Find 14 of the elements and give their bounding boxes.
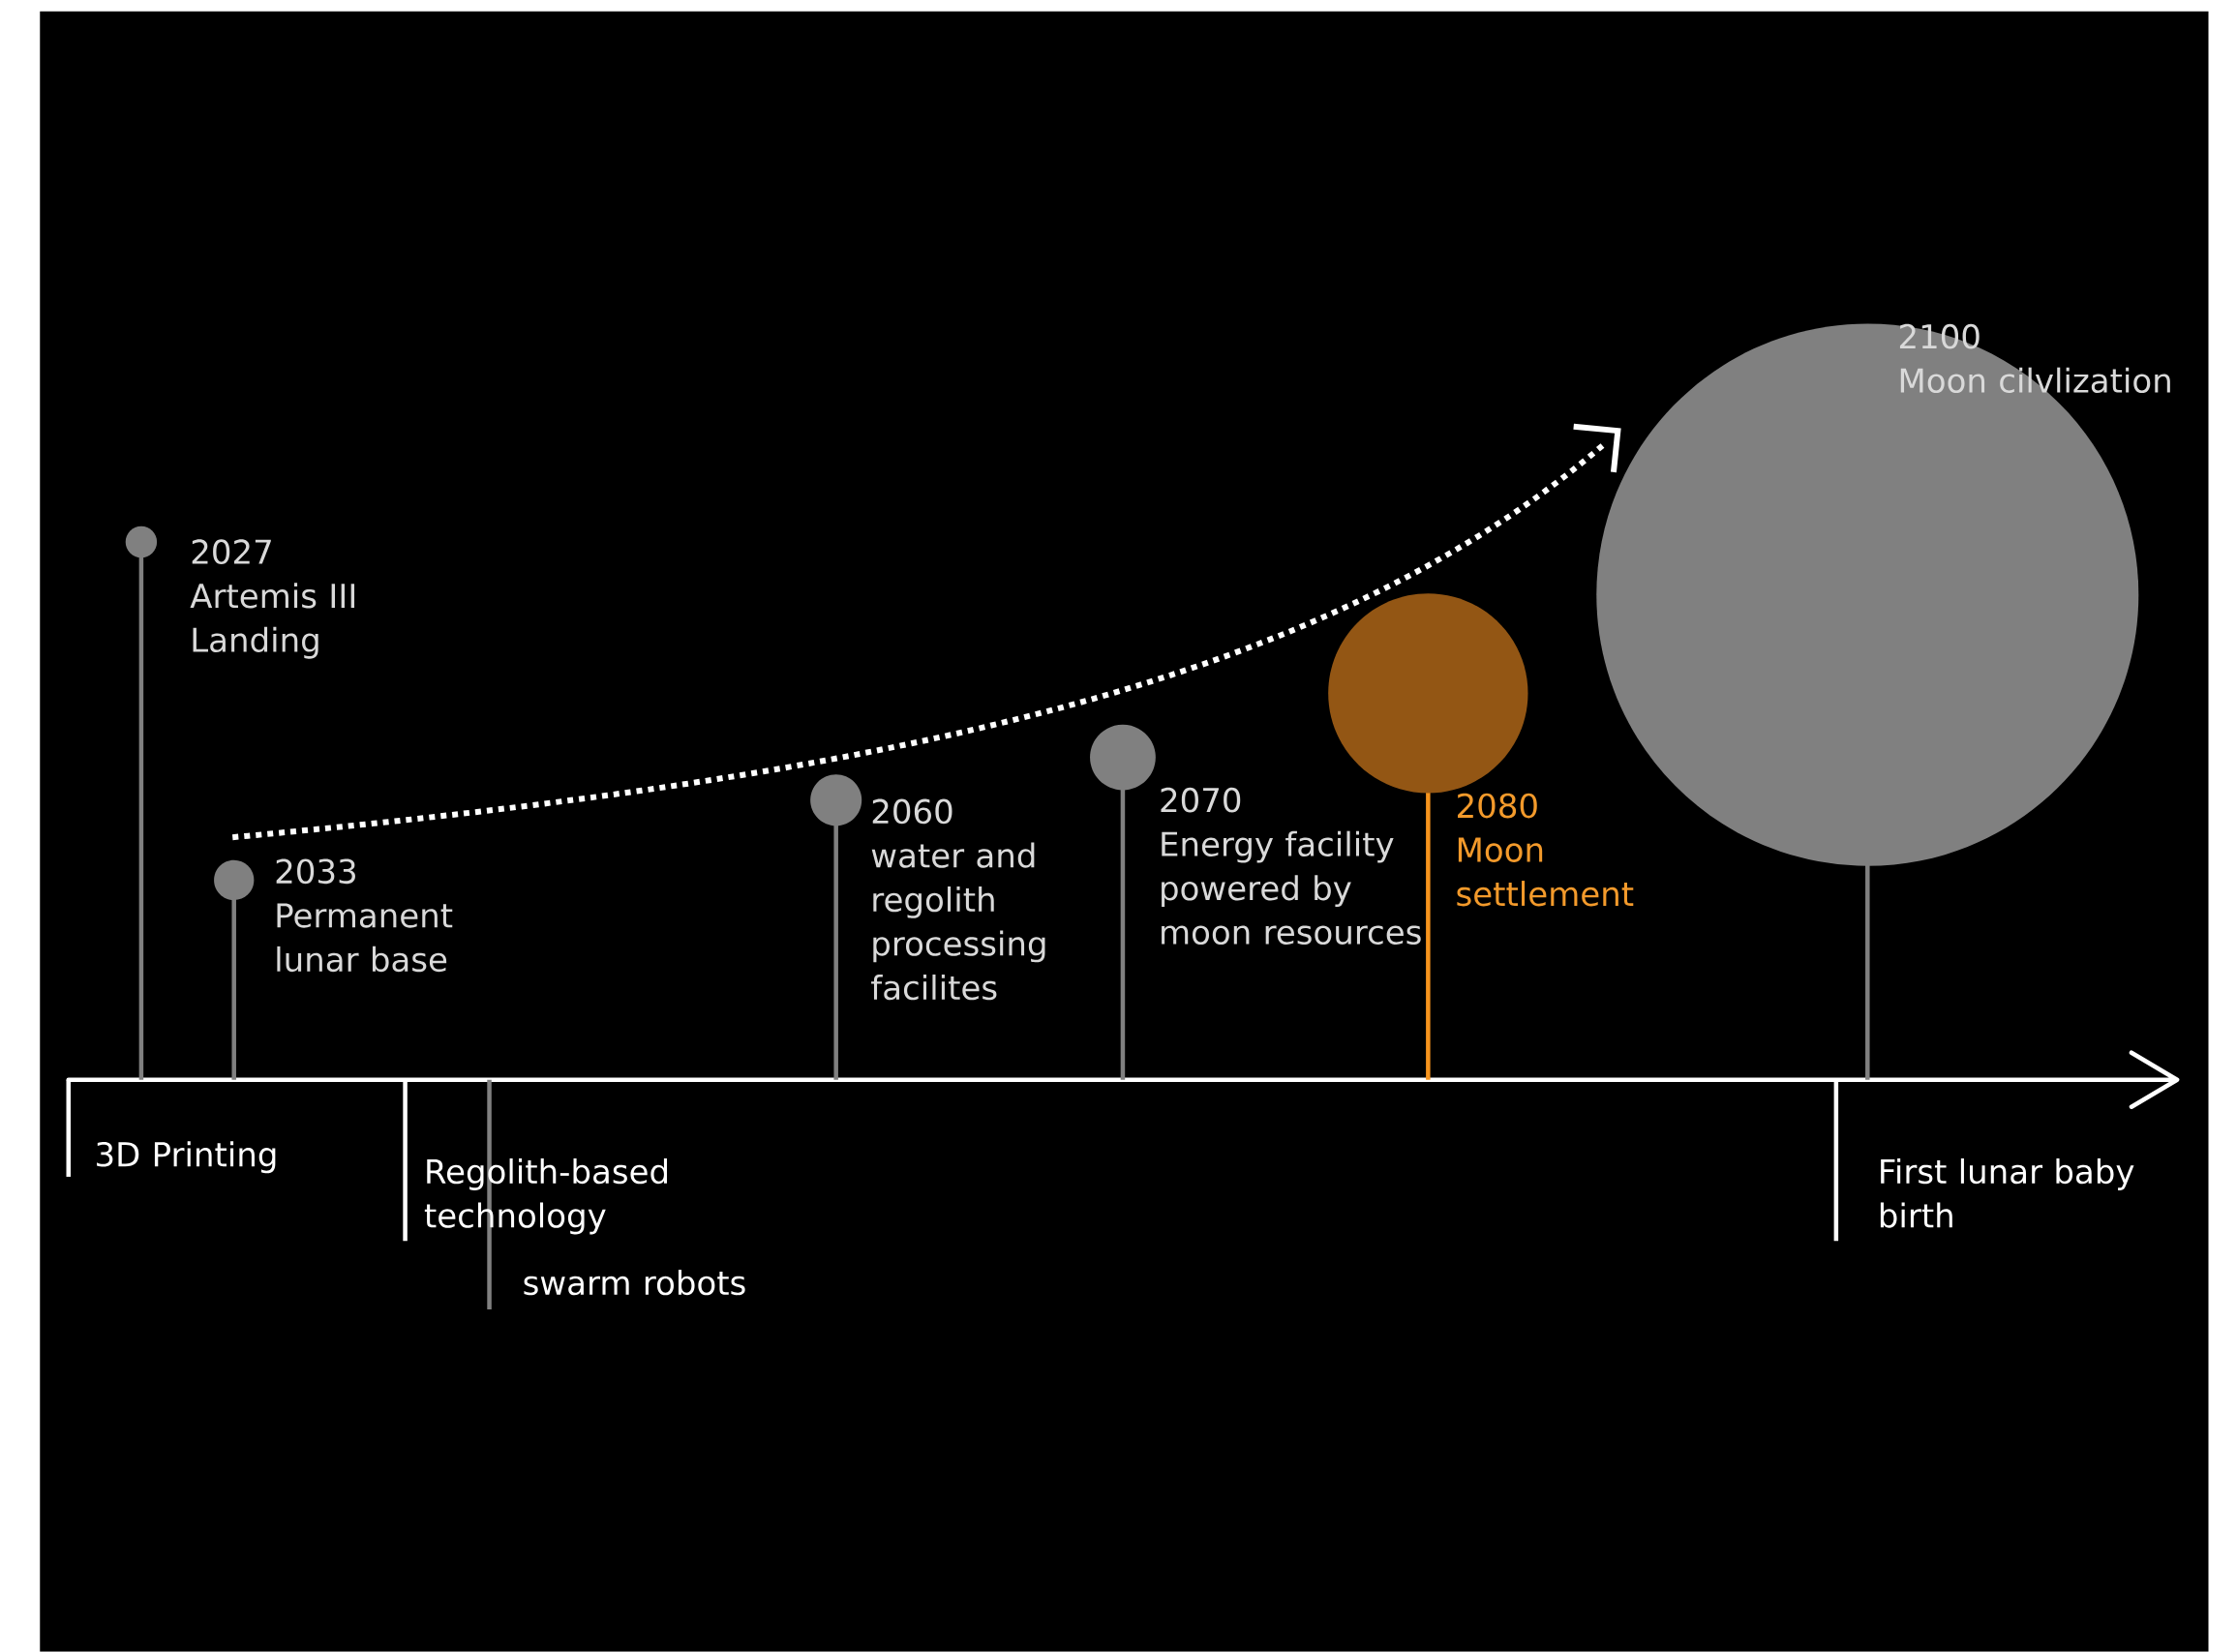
milestone-label: 2080 Moon settlement [1457,793,1634,907]
milestone-circle [810,774,862,826]
milestone-label: 2027 Artemis III Landing [190,539,355,659]
milestone-circle [125,526,158,558]
milestone-label: 2033 Permanent lunar base [276,858,453,973]
milestone-label: 3D Printing [97,1141,276,1174]
milestone-label: 2060 water and regolith processing facilites [871,798,1045,1001]
milestone-circle [214,859,255,901]
milestone-circle [1090,724,1156,791]
milestone-circle [1328,593,1528,794]
milestone-label: First lunar baby birth [1880,1158,2134,1228]
milestone-label: swarm robots [524,1270,745,1296]
milestone-label: 2070 Energy facility powered by moon resources [1161,787,1421,946]
milestone-label: Regolith-based technology [424,1158,667,1235]
